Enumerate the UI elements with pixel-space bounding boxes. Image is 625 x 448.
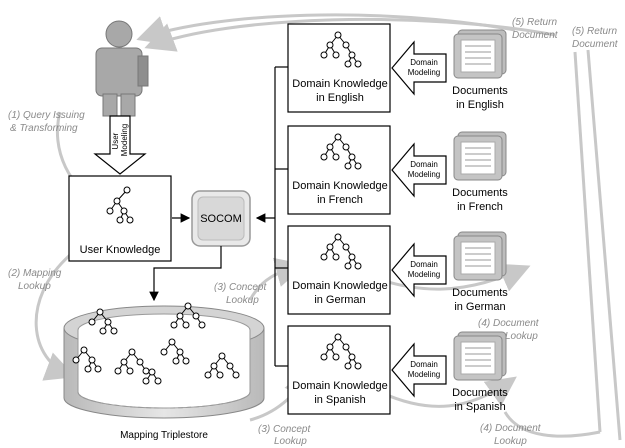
step-labels: (1) Query Issuing& Transforming (2) Mapp… [8, 17, 619, 447]
user-knowledge-box: User Knowledge [68, 175, 172, 262]
document-lookup-flow-lower [379, 376, 517, 408]
domain-tree-icon [320, 31, 362, 68]
step-1-label: (1) Query Issuing& Transforming [8, 110, 85, 134]
domain-tree-icon [320, 333, 362, 370]
return-document-hook [503, 411, 601, 438]
user-modeling-arrow: User Modeling [93, 115, 147, 175]
mapping-lookup-flow [34, 253, 76, 381]
documents-french-icon [453, 131, 507, 181]
return-document-line-right [586, 49, 622, 441]
user-modeling-label: User Modeling [111, 124, 129, 156]
mapping-triplestore: Mapping Triplestore [63, 302, 265, 441]
socom-box: SOCOM [191, 190, 251, 247]
triplestore-tree-icons [72, 302, 240, 385]
domain-tree-icon [320, 233, 362, 270]
user-icon [95, 20, 149, 117]
documents-german-icon [453, 231, 507, 281]
socom-to-triplestore-arrow [149, 246, 222, 302]
flow-lines [34, 13, 622, 441]
socom-label: SOCOM [200, 213, 242, 225]
domain-bracket [274, 66, 288, 367]
mapping-triplestore-label: Mapping Triplestore [120, 430, 208, 441]
return-document-flow-right [144, 17, 556, 52]
return-document-line-left [573, 51, 602, 433]
domain-tree-icon [320, 133, 362, 170]
user-knowledge-tree-icon [106, 186, 134, 224]
user-knowledge-label: User Knowledge [80, 244, 161, 256]
documents-english-icon [453, 29, 507, 79]
documents-spanish-icon [453, 331, 507, 381]
